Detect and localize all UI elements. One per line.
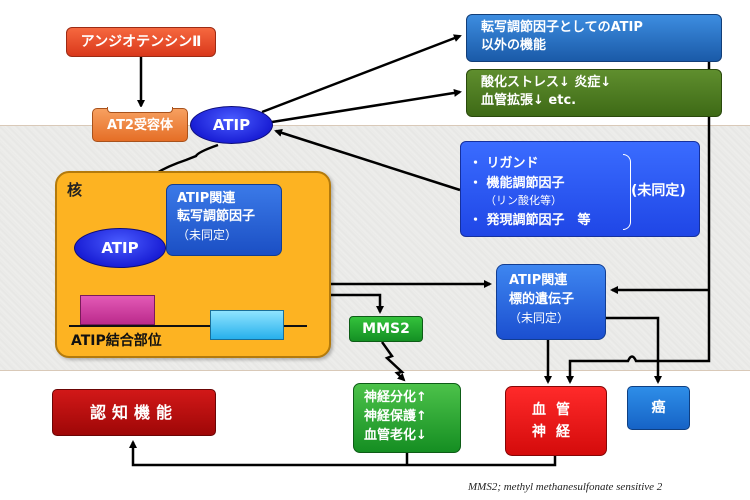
factor-function-regulator: ・ 機能調節因子 — [469, 176, 565, 191]
cancer-node: 癌 — [627, 386, 690, 430]
other-functions-line-1: 転写調節因子としてのATIP — [481, 20, 643, 35]
angiotensin-ii-node: アンジオテンシンⅡ — [66, 27, 216, 57]
cognitive-function-node: 認知機能 — [52, 389, 216, 436]
factor-expression-regulator: ・ 発現調節因子 等 — [469, 213, 591, 228]
edge-atip-effects — [271, 88, 462, 124]
tf-line-3: （未同定） — [177, 228, 238, 242]
target-line-1: ATIP関連 — [509, 273, 568, 288]
nerve-label: 神経 — [532, 424, 580, 440]
neuro-line-1: 神経分化↑ — [364, 390, 427, 405]
edge-atip-otherfunctions — [261, 34, 462, 114]
gene-block — [210, 310, 284, 340]
neuro-line-2: 神経保護↑ — [364, 409, 427, 424]
footnote: MMS2; methyl methanesulfonate sensitive … — [468, 481, 663, 493]
dna-strand — [69, 325, 307, 327]
tf-line-1: ATIP関連 — [177, 191, 236, 206]
neuro-effects-node: 神経分化↑ 神経保護↑ 血管老化↓ — [353, 383, 461, 453]
neuro-line-3: 血管老化↓ — [364, 428, 427, 443]
target-line-2: 標的遺伝子 — [509, 292, 575, 307]
mms2-node: MMS2 — [349, 316, 423, 342]
unidentified-label: (未同定) — [631, 183, 686, 199]
vessel-nerve-node: 血管 神経 — [505, 386, 607, 456]
vessel-label: 血管 — [532, 402, 580, 418]
other-functions-node: 転写調節因子としてのATIP 以外の機能 — [466, 14, 722, 62]
target-line-3: （未同定） — [509, 311, 570, 325]
effects-line-1: 酸化ストレス↓ 炎症↓ — [481, 75, 612, 90]
effects-line-2: 血管拡張↓ etc. — [481, 93, 577, 108]
angiotensin-label: アンジオテンシンⅡ — [80, 34, 202, 50]
tf-line-2: 転写調節因子 — [177, 209, 256, 224]
binding-site-label: ATIP結合部位 — [71, 333, 162, 349]
atip-membrane-label: ATIP — [212, 116, 251, 134]
other-functions-line-2: 以外の機能 — [481, 38, 547, 53]
target-genes-node: ATIP関連 標的遺伝子 （未同定） — [496, 264, 606, 340]
unidentified-factors-node: ・ リガンド ・ 機能調節因子 （リン酸化等） ・ 発現調節因子 等 (未同定) — [460, 141, 700, 237]
atip-nuclear-node: ATIP — [74, 228, 166, 268]
factor-ligand: ・ リガンド — [469, 156, 539, 171]
nucleus-label: 核 — [67, 181, 83, 199]
atip-membrane-node: ATIP — [190, 106, 273, 144]
transcription-factor-node: ATIP関連 転写調節因子 （未同定） — [166, 184, 282, 256]
atip-nuclear-label: ATIP — [101, 239, 139, 257]
factor-phosphorylation-note: （リン酸化等） — [485, 194, 562, 207]
bracket-icon — [623, 154, 631, 230]
edge-vessel-cog — [129, 440, 557, 467]
nucleus-node: 核 ATIP関連 転写調節因子 （未同定） ATIP結合部位 — [55, 171, 331, 358]
at2-receptor-label: AT2受容体 — [107, 118, 173, 133]
binding-site-block — [80, 295, 155, 325]
cognitive-label: 認知機能 — [89, 403, 178, 422]
at2-receptor-node: AT2受容体 — [92, 107, 188, 142]
mms2-label: MMS2 — [362, 321, 410, 337]
receptor-binding-notch — [107, 107, 173, 113]
effects-node: 酸化ストレス↓ 炎症↓ 血管拡張↓ etc. — [466, 69, 722, 117]
cancer-label: 癌 — [651, 400, 666, 416]
